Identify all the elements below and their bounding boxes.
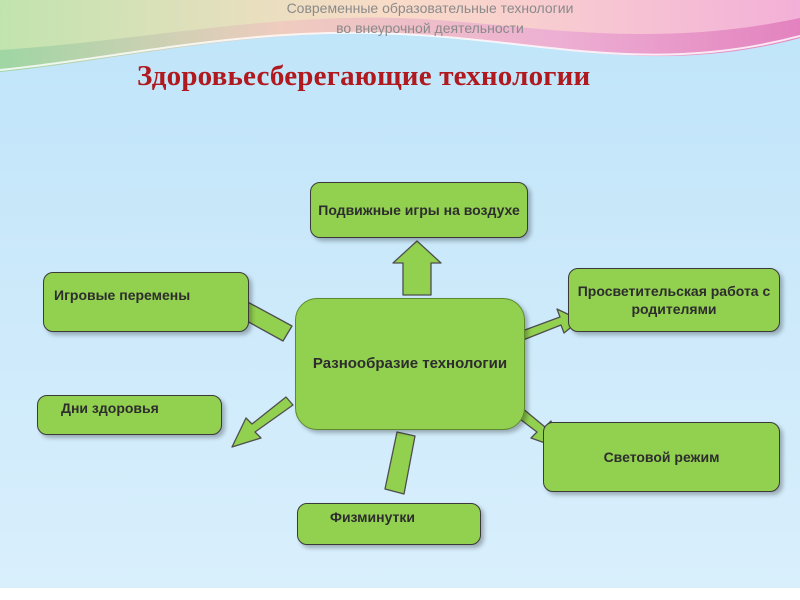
center-node-label: Разнообразие технологии [312, 355, 508, 372]
node-outdoor-games: Подвижные игры на воздухе [310, 182, 528, 238]
center-node: Разнообразие технологии [295, 298, 525, 430]
arrow-down [384, 431, 416, 495]
slide-title: Здоровьесберегающие технологии [137, 60, 591, 92]
header-line-1: Современные образовательные технологии [286, 0, 574, 16]
node-health-days-label: Дни здоровья [61, 400, 159, 416]
node-parent-education: Просветительская работа с родителями [568, 268, 780, 332]
node-health-days: Дни здоровья [37, 395, 222, 435]
node-physical-minutes: Физминутки [297, 503, 481, 545]
node-game-breaks: Игровые перемены [43, 272, 249, 332]
node-physical-minutes-label: Физминутки [330, 509, 416, 525]
node-game-breaks-label: Игровые перемены [54, 287, 191, 303]
arrow-lower-left [231, 396, 294, 448]
node-outdoor-games-label: Подвижные игры на воздухе [318, 202, 520, 218]
node-parent-education-label: Просветительская работа с родителями [577, 283, 771, 317]
header-line-2: во внеурочной деятельности [336, 20, 524, 36]
arrow-up [392, 240, 442, 296]
node-light-regime-label: Световой режим [603, 449, 720, 465]
node-light-regime: Световой режим [543, 422, 780, 492]
